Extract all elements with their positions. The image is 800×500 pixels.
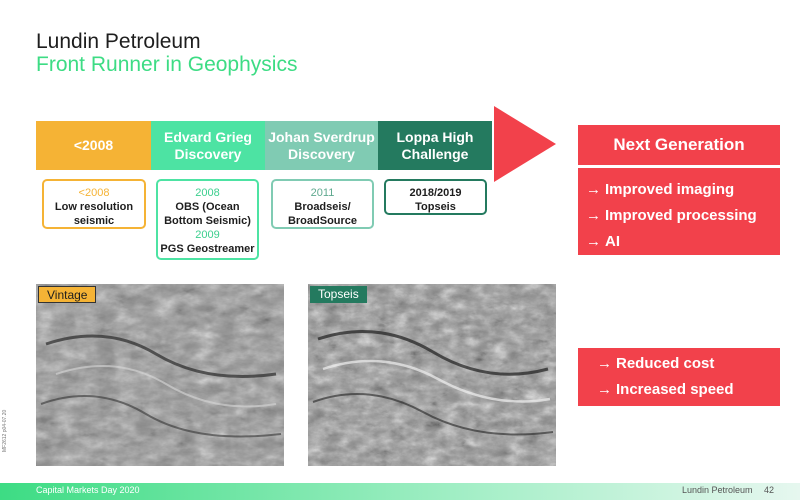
timeline-stage-edvard-grieg: Edvard Grieg Discovery [151,121,265,170]
list-item: →AI [586,233,620,250]
page-title: Lundin Petroleum [36,30,201,53]
timeline-stage-loppa-high: Loppa High Challenge [378,121,492,170]
footer-bar: Capital Markets Day 2020 Lundin Petroleu… [0,483,800,500]
card-text-2: PGS Geostreamer [160,243,255,255]
image-tag-vintage: Vintage [38,286,97,303]
arrow-icon: → [597,355,612,372]
timeline-arrow-icon [494,106,556,182]
timeline-stage-johan-sverdrup: Johan Sverdrup Discovery [265,121,378,170]
card-text: OBS (Ocean Bottom Seismic) [164,201,251,227]
card-year: 2018/2019 [409,187,462,199]
card-text: Topseis [415,201,456,213]
list-item: →Increased speed [597,381,734,398]
tech-card-pre2008: <2008 Low resolution seismic [42,179,146,229]
list-item: →Improved processing [586,207,757,224]
next-generation-title: Next Generation [578,125,780,165]
seismic-image-topseis: Topseis [308,284,556,466]
tech-card-2011: 2011 Broadseis/ BroadSource [271,179,374,229]
image-tag-topseis: Topseis [310,286,367,303]
arrow-icon: → [586,207,601,224]
list-item: →Reduced cost [597,355,715,372]
card-text: Broadseis/ BroadSource [287,201,358,227]
document-code: MF2612 p04-07.20 [2,409,8,452]
tech-card-2018: 2018/2019 Topseis [384,179,487,215]
timeline-stage-pre2008: <2008 [36,121,151,170]
card-year: <2008 [78,187,110,199]
card-year-2: 2009 [195,229,220,241]
next-generation-list: →Improved imaging →Improved processing →… [578,168,780,255]
list-item: →Improved imaging [586,181,735,198]
footer-event: Capital Markets Day 2020 [36,485,140,495]
arrow-icon: → [597,381,612,398]
benefits-box: →Reduced cost →Increased speed [578,348,780,406]
card-text: Low resolution seismic [54,201,134,227]
seismic-image-vintage: Vintage [36,284,284,466]
arrow-icon: → [586,233,601,250]
page-subtitle: Front Runner in Geophysics [36,53,298,76]
card-year: 2008 [195,187,220,199]
arrow-icon: → [586,181,601,198]
page-number: 42 [764,485,775,495]
tech-card-2008: 2008 OBS (Ocean Bottom Seismic) 2009 PGS… [156,179,259,260]
card-year: 2011 [310,187,335,199]
footer-company: Lundin Petroleum [682,485,753,495]
